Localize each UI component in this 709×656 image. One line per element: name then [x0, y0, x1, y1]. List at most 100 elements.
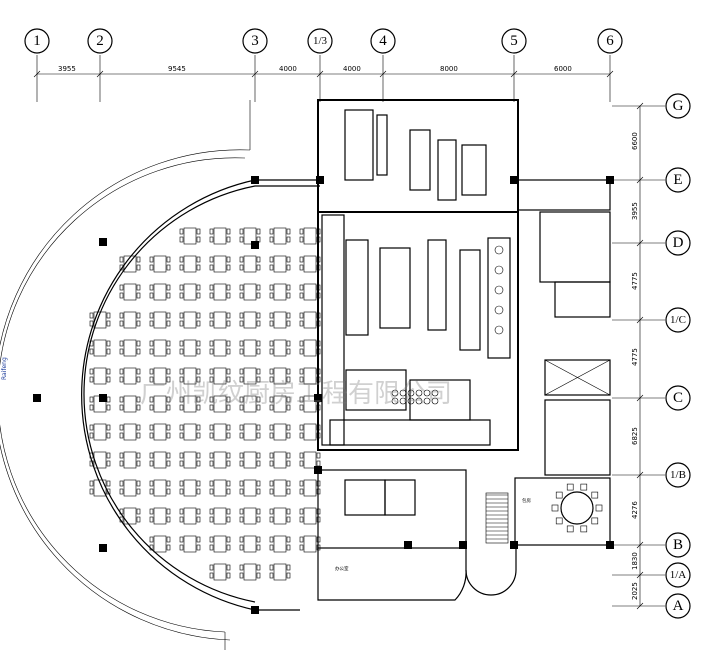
grid-label-top-2: 3 [251, 33, 259, 49]
dim-right-2: 4775 [631, 272, 639, 290]
kitchen-equipment [391, 245, 504, 405]
dining-table-35 [89, 367, 111, 385]
dining-table-24 [239, 311, 261, 329]
stair-outline [485, 492, 509, 544]
dining-table-16 [239, 283, 261, 301]
dining-table-80 [269, 507, 291, 525]
dining-table-66 [299, 451, 321, 469]
dining-table-56 [239, 423, 261, 441]
dining-table-78 [209, 507, 231, 525]
dining-table-37 [149, 367, 171, 385]
grid-label-right-8: A [673, 598, 684, 614]
sink-2 [494, 285, 504, 295]
burner-9 [415, 397, 423, 405]
burner-7 [399, 397, 407, 405]
dining-table-5 [119, 255, 141, 273]
dining-table-63 [209, 451, 231, 469]
dim-top-1: 9545 [168, 65, 186, 73]
column-10 [510, 541, 518, 549]
dining-table-7 [179, 255, 201, 273]
dining-table-59 [89, 451, 111, 469]
right-tick-7 [636, 571, 644, 579]
top-dimension-line: 3955 9545 4000 4000 8000 6000 [33, 65, 614, 78]
dining-table-71 [209, 479, 231, 497]
round-chair-9 [591, 491, 599, 499]
staircase [485, 492, 509, 544]
dining-table-23 [209, 311, 231, 329]
sink-4 [494, 325, 504, 335]
dining-table-72 [239, 479, 261, 497]
column-5 [251, 606, 259, 614]
dining-table-82 [149, 535, 171, 553]
kitchen-block [317, 99, 519, 451]
dining-table-51 [89, 423, 111, 441]
dining-table-17 [269, 283, 291, 301]
grid-bubble-right-0 [665, 93, 691, 119]
dining-table-68 [119, 479, 141, 497]
round-chair-2 [580, 525, 588, 533]
grid-label-right-6: B [673, 537, 683, 553]
dining-table-40 [239, 367, 261, 385]
dining-table-29 [149, 339, 171, 357]
burner-3 [415, 389, 423, 397]
round-chair-3 [566, 525, 574, 533]
right-tick-0 [636, 102, 644, 110]
burner-11 [431, 397, 439, 405]
top-tick-5 [510, 70, 518, 78]
dining-table-88 [209, 563, 231, 581]
grid-bubble-right-5 [665, 462, 691, 488]
grid-bubble-top-1 [87, 28, 113, 54]
column-0 [251, 176, 259, 184]
dining-hall [0, 100, 614, 650]
dining-table-44 [119, 395, 141, 413]
column-1 [316, 176, 324, 184]
burner-0 [391, 389, 399, 397]
column-14 [251, 241, 259, 249]
dining-table-31 [209, 339, 231, 357]
dim-right-6: 1830 [631, 552, 639, 570]
round-chair-5 [551, 504, 559, 512]
dining-table-45 [149, 395, 171, 413]
right-tick-4 [636, 394, 644, 402]
dim-right-5: 4276 [631, 501, 639, 519]
dim-top-0: 3955 [58, 65, 76, 73]
dining-table-61 [149, 451, 171, 469]
right-rooms: 包房 [514, 179, 611, 546]
dining-table-19 [89, 311, 111, 329]
dining-table-77 [179, 507, 201, 525]
dining-table-22 [179, 311, 201, 329]
column-2 [99, 238, 107, 246]
column-9 [459, 541, 467, 549]
dining-table-8 [209, 255, 231, 273]
dining-table-21 [149, 311, 171, 329]
burner-4 [423, 389, 431, 397]
dining-table-2 [239, 227, 261, 245]
dining-table-53 [149, 423, 171, 441]
top-tick-2 [251, 70, 259, 78]
dining-table-62 [179, 451, 201, 469]
right-tick-1 [636, 176, 644, 184]
dining-table-41 [269, 367, 291, 385]
dining-tables [89, 227, 321, 581]
dining-table-69 [149, 479, 171, 497]
dining-table-83 [179, 535, 201, 553]
dining-table-52 [119, 423, 141, 441]
grid-label-right-3: 1/C [670, 314, 686, 326]
dim-top-4: 8000 [440, 65, 458, 73]
round-chair-6 [555, 491, 563, 499]
dining-table-75 [119, 507, 141, 525]
grid-bubble-right-3 [665, 307, 691, 333]
dining-table-55 [209, 423, 231, 441]
burner-10 [423, 397, 431, 405]
grid-bubble-top-5 [501, 28, 527, 54]
dining-table-70 [179, 479, 201, 497]
grid-bubble-right-6 [665, 532, 691, 558]
dining-table-3 [269, 227, 291, 245]
dining-table-32 [239, 339, 261, 357]
round-chair-8 [580, 483, 588, 491]
round-table-chairs [551, 483, 603, 533]
office-label: 办公室 [335, 565, 349, 572]
